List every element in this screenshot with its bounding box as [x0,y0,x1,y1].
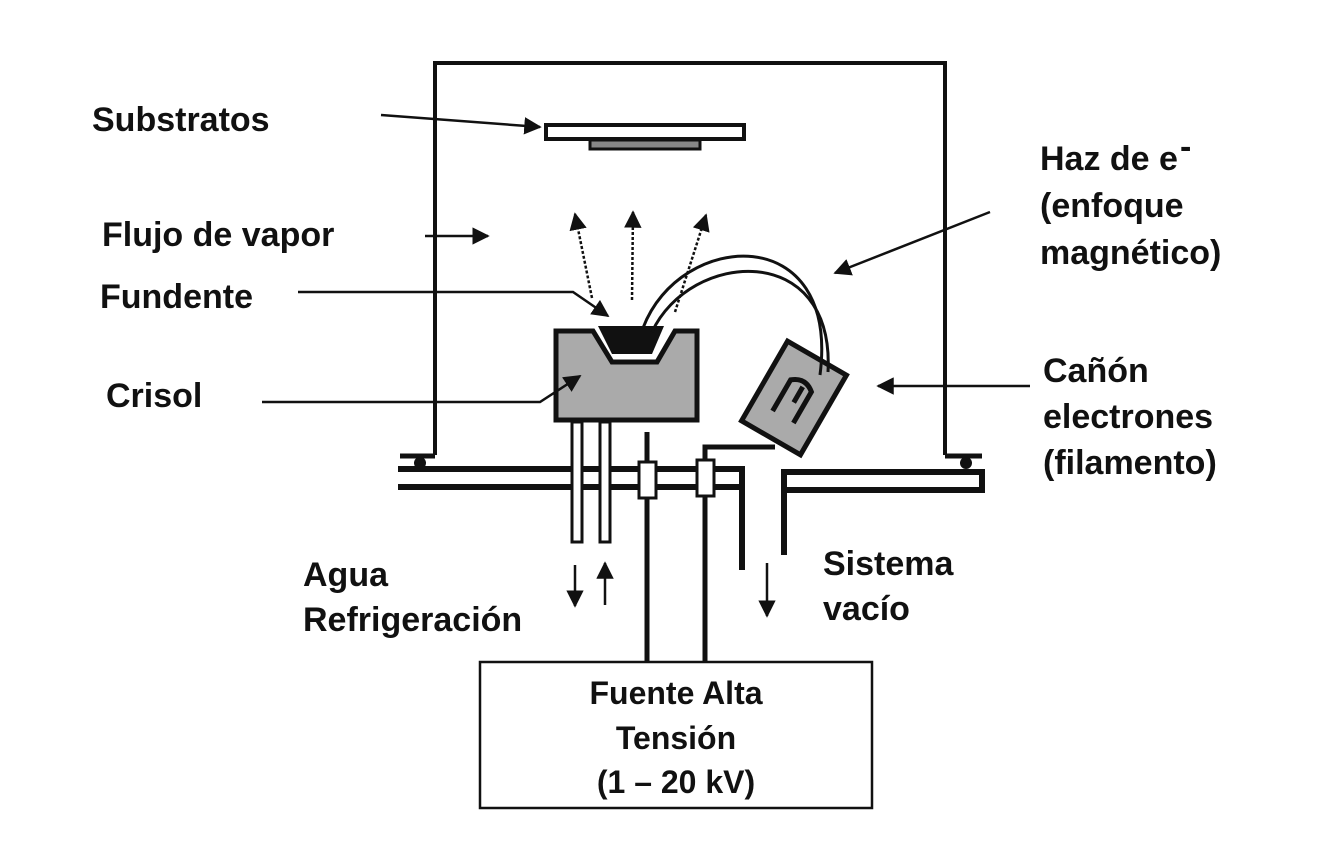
label-beam-3: magnético) [1040,234,1221,272]
pointer-melt [298,290,610,318]
vapor-arrow-center [624,210,642,301]
vacuum-chamber [433,61,947,455]
label-vapor-flow: Flujo de vapor [102,216,334,254]
label-gun-1: Cañón [1043,352,1149,390]
electron-gun [738,337,850,459]
filament-icon [770,376,815,425]
base-plate-right [781,469,985,555]
power-supply-box [478,660,874,810]
label-substrates: Substratos [92,101,270,139]
label-crucible: Crisol [106,377,202,415]
gasket-right [960,457,972,469]
label-gun-3: (filamento) [1043,444,1217,482]
substrate [588,138,702,151]
power-supply-line-1: Fuente Alta [589,675,762,711]
label-water-1: Agua [303,556,389,594]
hv-lead-2 [702,444,775,662]
label-gun-2: electrones [1043,398,1213,436]
label-vacuum-2: vacío [823,590,910,628]
electron-beam [641,254,824,376]
label-melt: Fundente [100,278,253,316]
base-plate-left [398,466,745,570]
pointer-beam [833,210,991,276]
label-beam-superscript: - [1180,128,1191,166]
feedthrough-1 [637,460,658,500]
power-supply-line-2: Tensión [616,720,736,756]
label-beam-1: Haz de e [1040,140,1178,178]
vapor-arrow-right [673,213,710,313]
pointer-crucible [262,374,582,404]
vapor-arrow-left [569,212,594,299]
cooling-tube-in [570,420,584,544]
pointer-substrates [380,113,542,135]
crucible [553,328,700,423]
power-supply-line-3: (1 – 20 kV) [597,764,755,800]
label-water-2: Refrigeración [303,601,522,639]
feedthrough-2 [695,458,716,498]
molten-material [598,326,664,354]
substrate-holder [544,123,746,141]
cooling-tube-out [598,420,612,544]
label-beam-2: (enfoque [1040,187,1184,225]
label-vacuum-1: Sistema [823,545,954,583]
